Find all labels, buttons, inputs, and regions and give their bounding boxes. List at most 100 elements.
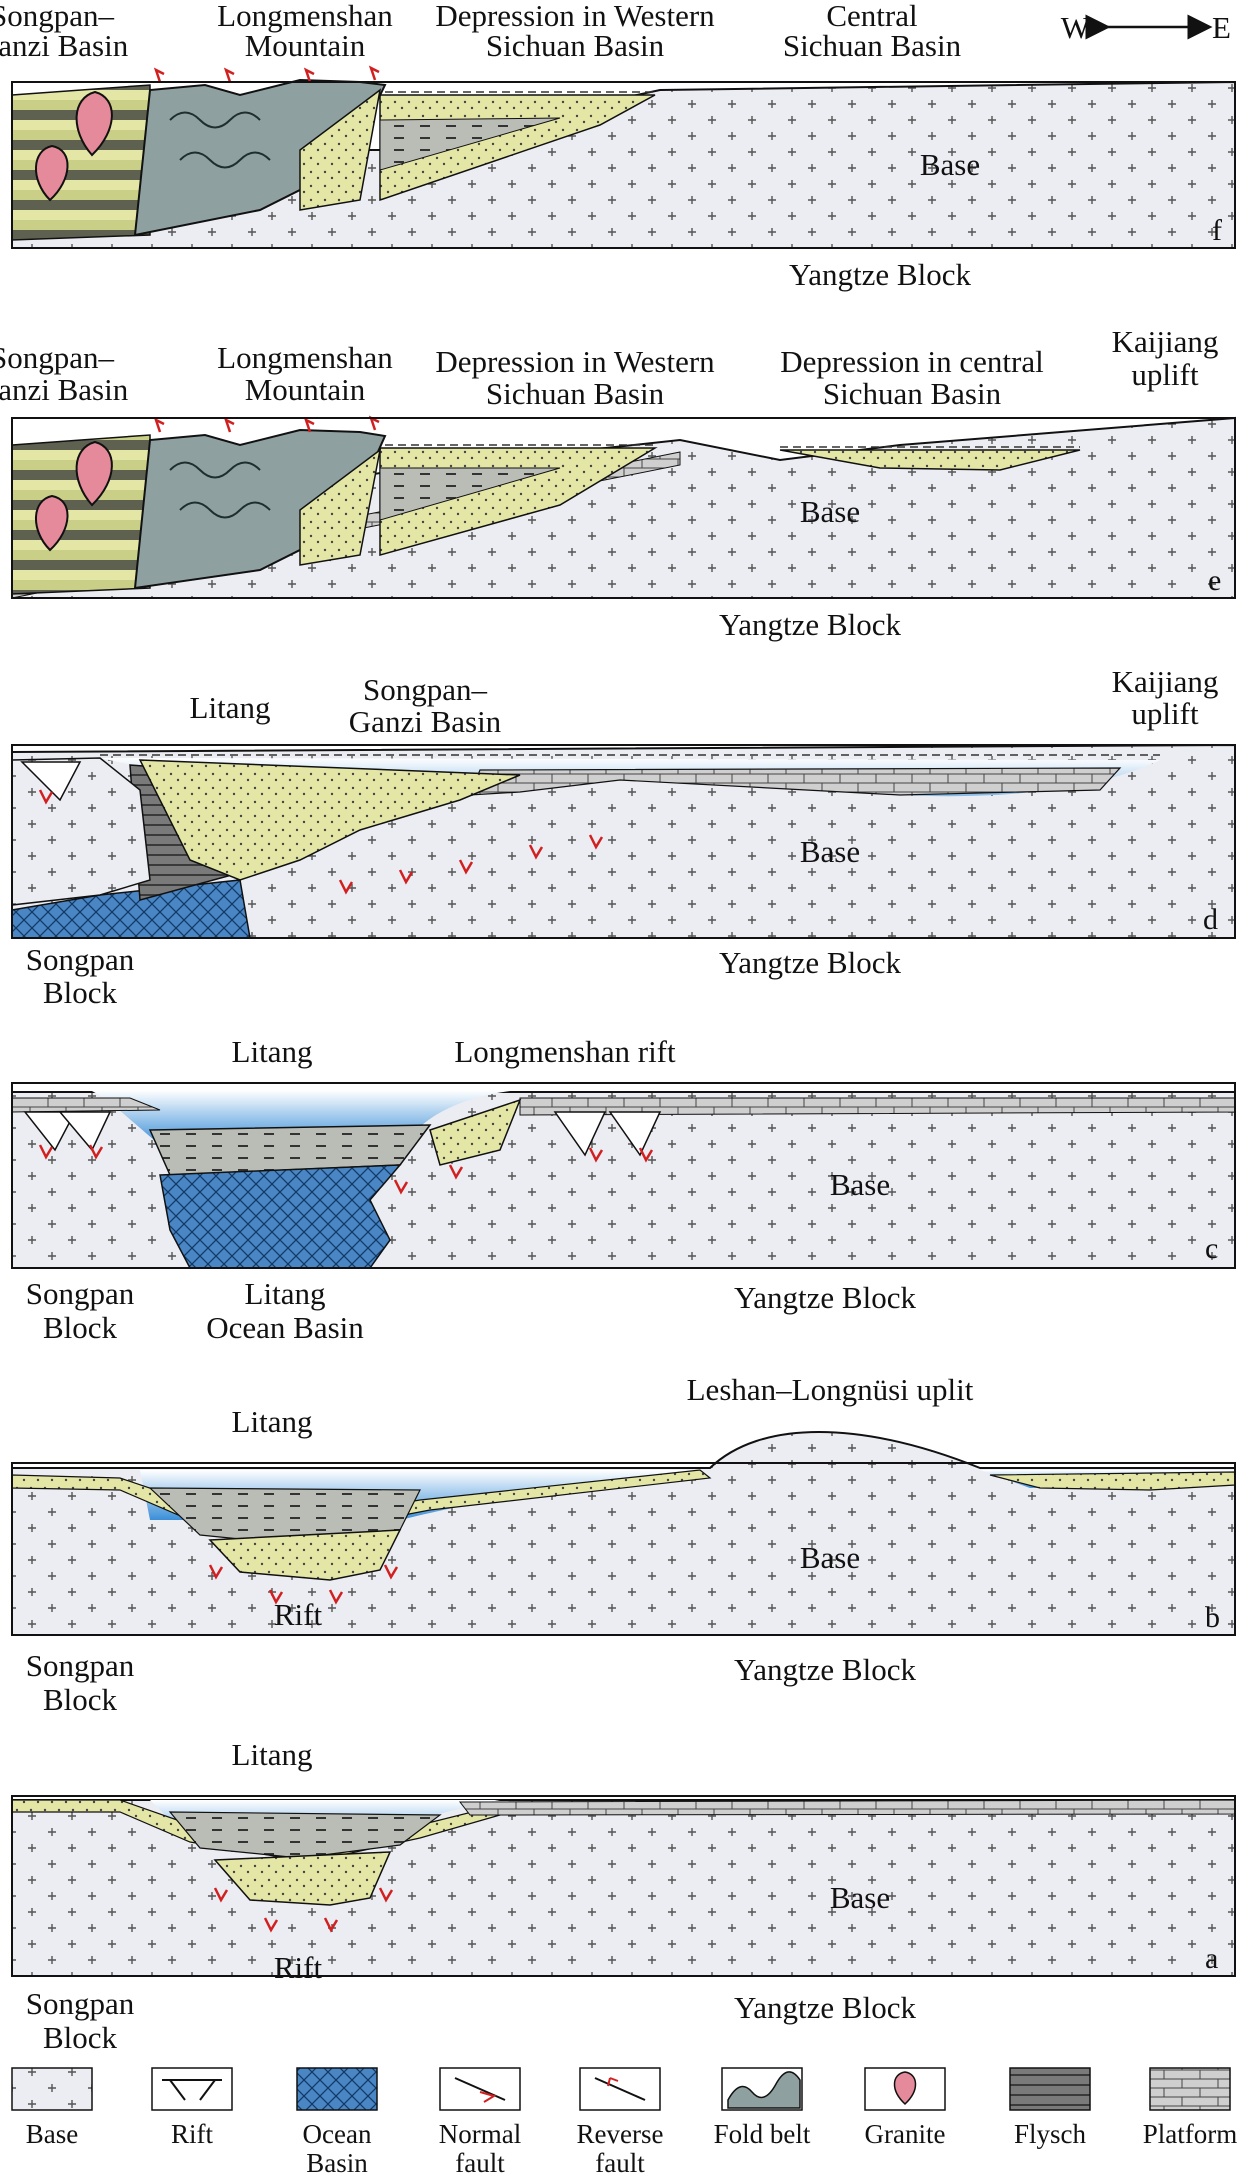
- svg-text:Rift: Rift: [171, 2119, 214, 2149]
- panel-c: Litang Longmenshan rift Base Songpan Blo…: [11, 1034, 1236, 1345]
- legend-item-platform: Platform: [1143, 2067, 1237, 2149]
- orientation-arrow: W E: [1061, 10, 1231, 45]
- svg-text:Leshan–Longnüsi uplit: Leshan–Longnüsi uplit: [687, 1372, 974, 1407]
- flysch-wedge: [379, 467, 561, 521]
- ocean-crust: [159, 1164, 402, 1269]
- svg-text:Depression in Western: Depression in Western: [435, 344, 715, 379]
- panel-e: Songpan– Ganzi Basin Longmenshan Mountai…: [0, 324, 1236, 642]
- svg-text:uplift: uplift: [1131, 696, 1199, 731]
- svg-text:Base: Base: [920, 147, 980, 182]
- granite-body: [75, 440, 113, 507]
- svg-text:Depression in central: Depression in central: [780, 344, 1043, 379]
- svg-text:Litang: Litang: [245, 1276, 326, 1311]
- svg-text:Base: Base: [800, 834, 860, 869]
- svg-text:Yangtze Block: Yangtze Block: [734, 1990, 916, 2025]
- svg-text:Longmenshan rift: Longmenshan rift: [454, 1034, 676, 1069]
- svg-text:Block: Block: [43, 1682, 118, 1717]
- svg-text:Songpan: Songpan: [26, 1648, 135, 1683]
- svg-text:Kaijiang: Kaijiang: [1112, 664, 1219, 699]
- svg-text:Normal: Normal: [439, 2119, 521, 2149]
- granite-body: [75, 90, 113, 157]
- panel-f: Songpan– Ganzi Basin Longmenshan Mountai…: [0, 0, 1236, 292]
- panel-b: Leshan–Longnüsi uplit Litang Base Rift S…: [11, 1372, 1236, 1717]
- svg-text:fault: fault: [455, 2148, 505, 2178]
- svg-text:Mountain: Mountain: [245, 28, 366, 63]
- svg-text:Ganzi Basin: Ganzi Basin: [349, 704, 502, 739]
- platform-layer: [458, 1799, 1236, 1816]
- svg-text:Basin: Basin: [306, 2148, 368, 2178]
- svg-text:Sichuan Basin: Sichuan Basin: [823, 376, 1002, 411]
- legend-item-granite: Granite: [864, 2067, 946, 2149]
- svg-text:Litang: Litang: [232, 1404, 313, 1439]
- panel-a: Litang Base Rift Songpan Block Yangtze B…: [11, 1737, 1236, 2055]
- svg-text:d: d: [1203, 903, 1218, 936]
- svg-text:Fold belt: Fold belt: [714, 2119, 811, 2149]
- central-depression-sediments: [779, 449, 1081, 471]
- svg-text:Longmenshan: Longmenshan: [217, 340, 393, 375]
- svg-text:Mountain: Mountain: [245, 372, 366, 407]
- svg-text:Sichuan Basin: Sichuan Basin: [486, 376, 665, 411]
- svg-text:Yangtze Block: Yangtze Block: [719, 945, 901, 980]
- svg-text:Ganzi Basin: Ganzi Basin: [0, 28, 129, 63]
- legend-item-base: Base: [11, 2067, 93, 2149]
- svg-text:Flysch: Flysch: [1014, 2119, 1087, 2149]
- svg-text:Base: Base: [800, 494, 860, 529]
- rift-sediments: [213, 1851, 392, 1906]
- svg-text:e: e: [1208, 564, 1221, 597]
- svg-text:Sichuan Basin: Sichuan Basin: [486, 28, 665, 63]
- svg-text:Base: Base: [26, 2119, 79, 2149]
- rift-fill: [20, 761, 82, 802]
- svg-text:Songpan–: Songpan–: [0, 0, 115, 33]
- svg-text:uplift: uplift: [1131, 357, 1199, 392]
- svg-text:Songpan–: Songpan–: [363, 672, 488, 707]
- legend-item-flysch: Flysch: [1009, 2067, 1091, 2149]
- svg-text:fault: fault: [595, 2148, 645, 2178]
- svg-text:Yangtze Block: Yangtze Block: [719, 607, 901, 642]
- svg-text:Yangtze Block: Yangtze Block: [734, 1652, 916, 1687]
- svg-text:Songpan: Songpan: [26, 942, 135, 977]
- normal-fault-arrows: [38, 789, 604, 895]
- legend-item-normal-fault: Normal fault: [439, 2067, 521, 2178]
- svg-text:Block: Block: [43, 1310, 118, 1345]
- granite-body: [35, 494, 69, 552]
- svg-text:Base: Base: [800, 1540, 860, 1575]
- legend-item-ocean-basin: Ocean Basin: [296, 2067, 378, 2178]
- svg-text:Litang: Litang: [232, 1737, 313, 1772]
- svg-text:c: c: [1205, 1232, 1218, 1265]
- svg-text:Yangtze Block: Yangtze Block: [734, 1280, 916, 1315]
- svg-text:Litang: Litang: [232, 1034, 313, 1069]
- legend-item-fold-belt: Fold belt: [714, 2067, 811, 2149]
- flysch-wedge: [168, 1811, 442, 1859]
- sediment-layer: [989, 1471, 1236, 1491]
- svg-text:Songpan–: Songpan–: [0, 340, 115, 375]
- rift-sediments: [208, 1529, 402, 1581]
- svg-text:Rift: Rift: [274, 1950, 323, 1985]
- normal-fault-arrows: [208, 1564, 399, 1605]
- svg-text:Ocean: Ocean: [303, 2119, 372, 2149]
- legend: Base Rift Ocean Basin Normal fault Rever…: [11, 2067, 1237, 2178]
- normal-fault-arrows: [38, 1144, 654, 1195]
- svg-text:Ganzi Basin: Ganzi Basin: [0, 372, 129, 407]
- svg-text:Sichuan Basin: Sichuan Basin: [783, 28, 962, 63]
- rift-sediments: [429, 1098, 522, 1166]
- svg-text:W: W: [1061, 10, 1091, 45]
- svg-text:a: a: [1205, 1942, 1218, 1975]
- svg-text:Base: Base: [830, 1880, 890, 1915]
- legend-item-reverse-fault: Reverse fault: [577, 2067, 664, 2178]
- svg-text:Songpan: Songpan: [26, 1986, 135, 2021]
- svg-text:Base: Base: [830, 1167, 890, 1202]
- reverse-fault-arrows: [153, 65, 380, 83]
- svg-text:Depression in Western: Depression in Western: [435, 0, 715, 33]
- svg-text:Longmenshan: Longmenshan: [217, 0, 393, 33]
- svg-text:Litang: Litang: [190, 690, 271, 725]
- svg-text:Kaijiang: Kaijiang: [1112, 324, 1219, 359]
- legend-item-rift: Rift: [151, 2067, 233, 2149]
- platform-layer: [469, 767, 1122, 796]
- svg-text:Block: Block: [43, 2020, 118, 2055]
- svg-text:Reverse: Reverse: [577, 2119, 664, 2149]
- songpan-ganzi-sediments: [138, 759, 521, 881]
- flysch-wedge: [379, 117, 561, 171]
- normal-fault-arrows: [213, 1887, 394, 1933]
- svg-text:Central: Central: [826, 0, 917, 33]
- svg-text:Granite: Granite: [865, 2119, 946, 2149]
